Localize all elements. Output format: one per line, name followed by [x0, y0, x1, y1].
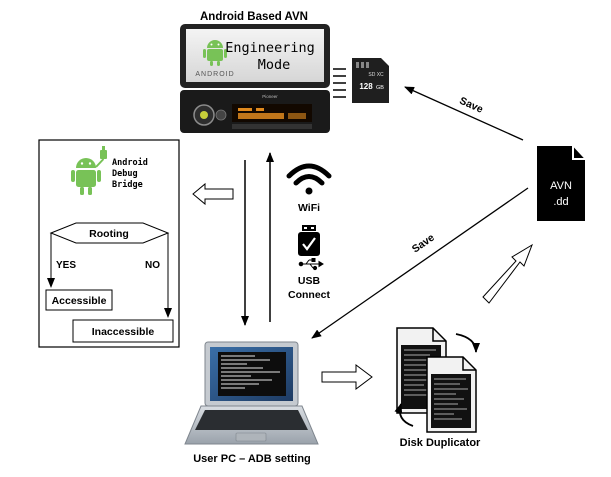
- usb-symbol-icon: [298, 258, 324, 271]
- usb-drive-icon: [298, 225, 320, 256]
- inaccessible-label: Inaccessible: [92, 326, 155, 338]
- sd-card-capacity: 128: [359, 82, 373, 91]
- avn-title: Android Based AVN: [200, 11, 308, 23]
- adb-box: [38, 139, 180, 348]
- wifi-label: WiFi: [298, 202, 320, 214]
- pc-label: User PC – ADB setting: [193, 453, 311, 465]
- android-wordmark: ANDROID: [195, 71, 234, 78]
- file-line1: AVN: [550, 180, 572, 192]
- hollow-arrow-to-duplicator: [321, 364, 373, 390]
- sd-card-tag: SD XC: [368, 72, 384, 78]
- adb-label-line1: Android: [112, 157, 148, 168]
- hollow-arrow-to-file: [482, 243, 533, 304]
- wifi-icon: [286, 163, 332, 195]
- laptop-icon: [184, 341, 319, 445]
- adb-label-line3: Bridge: [112, 179, 143, 190]
- screen-line2: Mode: [258, 57, 291, 73]
- usb-label-line1: USB: [298, 275, 321, 287]
- sd-card-unit: GB: [376, 85, 384, 91]
- avn-device: Android Based AVN ANDROID Engineering Mo…: [180, 11, 346, 133]
- disk-duplicator-icon: [394, 327, 480, 433]
- android-logo-icon: [203, 40, 227, 66]
- screen-line1: Engineering: [225, 40, 314, 56]
- rooting-label: Rooting: [89, 228, 129, 240]
- file-line2: .dd: [553, 196, 568, 208]
- radio-brand: Pioneer: [262, 94, 278, 99]
- hollow-arrow-to-adb: [192, 182, 234, 206]
- save-label-middle: Save: [410, 232, 437, 256]
- card-slot-lines: [333, 68, 346, 98]
- accessible-box: [45, 289, 113, 311]
- adb-label-line2: Debug: [112, 169, 138, 179]
- yes-label: YES: [56, 260, 76, 271]
- android-debug-icon: [71, 146, 107, 195]
- avn-dd-file-icon: AVN .dd: [535, 144, 587, 223]
- accessible-label: Accessible: [52, 295, 107, 307]
- no-label: NO: [145, 260, 160, 271]
- usb-label-line2: Connect: [288, 289, 331, 301]
- inaccessible-box: [72, 319, 174, 343]
- duplicator-label: Disk Duplicator: [400, 437, 481, 449]
- save-arrow-to-pc: [311, 187, 529, 339]
- sd-card-icon: SD XC 128 GB: [352, 58, 389, 103]
- save-arrow-to-sd: [404, 86, 524, 141]
